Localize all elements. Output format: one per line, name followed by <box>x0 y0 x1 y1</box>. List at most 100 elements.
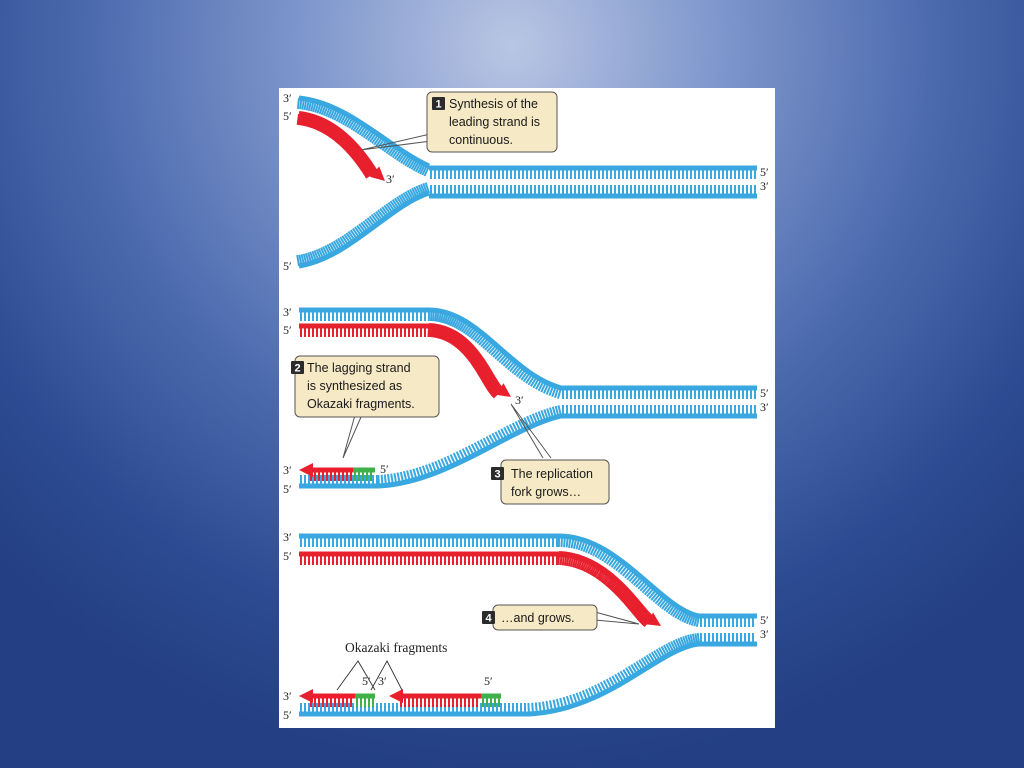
p2-bottom-parental-straight-backbone <box>299 483 379 489</box>
callout-4-line-1: …and grows. <box>501 611 575 625</box>
callout-2-line-2: is synthesized as <box>307 379 402 393</box>
p3-top-3prime-label: 3′ <box>283 530 292 544</box>
p3-lagging-3prime-label: 3′ <box>283 689 292 703</box>
callout-3-pointer <box>510 403 552 459</box>
p2-duplex-bottom <box>561 405 757 419</box>
p3-duplex-top-teeth <box>700 616 754 627</box>
p2-top-parental-straight-teeth <box>300 310 426 321</box>
callout-1-pointer <box>360 131 440 151</box>
p2-bottom-5prime-label: 5′ <box>283 482 292 496</box>
p1-leading-strand-teeth <box>296 113 376 179</box>
p1-leading-arrowhead <box>369 166 385 181</box>
p1-top-parental-strand-teeth <box>296 97 430 177</box>
p2-bottom-parental-curve-teeth <box>377 405 562 487</box>
callout-1-number: 1 <box>435 99 441 111</box>
p3-leading-strand-curve-teeth <box>557 553 652 628</box>
p1-duplex-top-backbone <box>429 165 757 171</box>
p3-fragment2-5prime-label: 5′ <box>484 674 493 688</box>
p3-top-parental-curve <box>557 533 700 627</box>
dna-replication-diagram: 3′ 5′ 3′ 5′ 5′ 3′ 3′ 5′ 3′ 3′ 5′ 5′ 5′ 3… <box>283 91 769 722</box>
p1-bottom-parental-strand <box>296 182 430 269</box>
p3-bottom-5prime-label: 5′ <box>283 708 292 722</box>
p2-fragment-5prime-label: 5′ <box>380 462 389 476</box>
p3-top-parental-straight <box>299 533 559 547</box>
p2-top-parental-curve-teeth <box>427 309 562 399</box>
p2-right-5prime-label: 5′ <box>760 386 769 400</box>
p3-leading-strand-straight <box>299 551 559 565</box>
p3-duplex-bottom <box>699 633 757 647</box>
p2-duplex-bottom-teeth <box>562 405 756 416</box>
p2-leading-strand-curve <box>427 323 504 399</box>
p2-top-3prime-label: 3′ <box>283 305 292 319</box>
p3-fragment1-5prime-label: 5′ <box>362 674 371 688</box>
callout-2-number: 2 <box>294 363 300 375</box>
p3-primer-1-teeth <box>356 696 374 707</box>
p3-leading-strand-curve <box>557 551 654 628</box>
callout-2-line-1: The lagging strand <box>307 361 411 375</box>
callout-2-line-3: Okazaki fragments. <box>307 397 415 411</box>
p1-top-5prime-label: 5′ <box>283 109 292 123</box>
p2-primer <box>353 467 375 481</box>
p3-top-parental-curve-teeth <box>557 535 700 627</box>
p2-okazaki-fragment <box>309 467 353 481</box>
callout-1-box <box>426 91 558 153</box>
p3-primer-2 <box>481 693 501 707</box>
p1-duplex-bottom <box>429 185 757 199</box>
p1-bottom-parental-strand-teeth <box>296 182 430 267</box>
p2-duplex-top-teeth <box>562 388 756 399</box>
callout-1-line-3: continuous. <box>449 133 513 147</box>
callout-1: 1 Synthesis of the leading strand is con… <box>360 91 558 153</box>
p2-leading-strand-straight <box>299 323 429 337</box>
okazaki-bracket-left <box>336 660 376 691</box>
p1-top-3prime-label: 3′ <box>283 91 292 105</box>
p2-okazaki-arrowhead <box>299 463 313 477</box>
okazaki-bracket-right <box>370 660 403 691</box>
p1-leading-3prime-label: 3′ <box>386 172 395 186</box>
callout-4-number: 4 <box>485 613 492 625</box>
p2-bottom-parental-straight <box>299 475 379 489</box>
p3-bottom-parental-curve-teeth <box>527 632 700 715</box>
p3-primer-1 <box>355 693 375 707</box>
p2-leading-arrowhead <box>495 383 511 397</box>
p2-bottom-parental-straight-teeth <box>300 475 378 486</box>
p2-primer-teeth <box>354 470 372 481</box>
callout-3-box <box>500 459 610 505</box>
p2-top-parental-curve <box>427 307 562 399</box>
p1-duplex-bottom-backbone <box>429 193 757 199</box>
p3-right-3prime-label: 3′ <box>760 627 769 641</box>
p3-top-parental-straight-teeth <box>300 536 558 547</box>
callout-4-pointer <box>594 611 640 625</box>
callout-2-box <box>294 355 440 418</box>
callout-2-number-badge <box>291 361 304 374</box>
p3-right-5prime-label: 5′ <box>760 613 769 627</box>
p3-primer-2-teeth <box>482 696 500 707</box>
p1-duplex-top <box>429 165 757 179</box>
p3-leading-strand-straight-teeth <box>300 554 558 565</box>
p3-okazaki-arrowhead-1 <box>299 689 313 703</box>
p2-duplex-top <box>561 385 757 399</box>
p2-top-parental-straight <box>299 307 429 321</box>
p3-duplex-top <box>699 613 757 627</box>
p3-top-5prime-label: 5′ <box>283 549 292 563</box>
callout-2: 2 The lagging strand is synthesized as O… <box>291 355 440 459</box>
p2-leading-strand-straight-teeth <box>300 326 426 337</box>
diagram-panel: 3′ 5′ 3′ 5′ 5′ 3′ 3′ 5′ 3′ 3′ 5′ 5′ 5′ 3… <box>279 88 775 728</box>
callout-1-number-badge <box>432 97 445 110</box>
p2-bottom-parental-curve <box>377 405 562 489</box>
p1-bottom-5prime-label: 5′ <box>283 259 292 273</box>
callout-3-number: 3 <box>494 469 500 481</box>
p3-okazaki-arrowhead-2 <box>389 689 403 703</box>
callout-3-number-badge <box>491 467 504 480</box>
p3-fragment2-3prime-label: 3′ <box>378 674 387 688</box>
p2-leading-3prime-label: 3′ <box>515 393 524 407</box>
p3-bottom-parental-straight <box>299 703 529 717</box>
p2-leading-strand-curve-teeth <box>427 325 502 399</box>
callout-4: 4 …and grows. <box>482 604 640 631</box>
p1-duplex-bottom-teeth <box>430 185 756 196</box>
p2-right-3prime-label: 3′ <box>760 400 769 414</box>
callout-1-line-2: leading strand is <box>449 115 540 129</box>
p1-top-parental-strand <box>296 95 431 177</box>
callout-3-line-2: fork grows… <box>511 485 581 499</box>
okazaki-fragments-label: Okazaki fragments <box>345 640 447 655</box>
callout-1-line-1: Synthesis of the <box>449 97 538 111</box>
